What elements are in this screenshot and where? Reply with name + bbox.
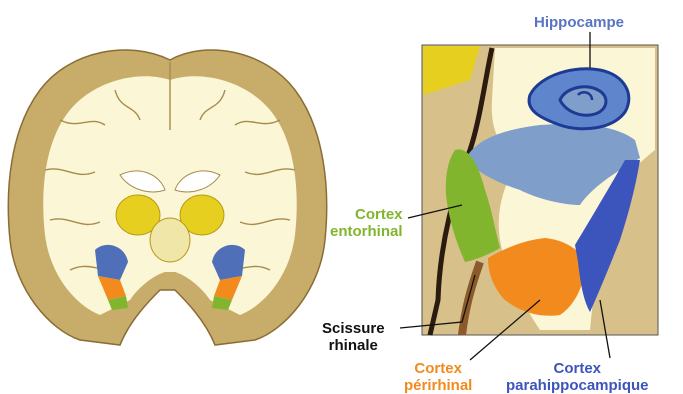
label-cortex-entorhinal: Cortex entorhinal [330, 206, 403, 240]
label-cortex-entorhinal-line1: Cortex [330, 206, 403, 223]
label-hippocampe: Hippocampe [534, 14, 624, 31]
label-cortex-entorhinal-line2: entorhinal [330, 223, 403, 240]
label-cortex-perirhinal-line2: périrhinal [404, 377, 472, 394]
label-scissure-rhinale: Scissure rhinale [322, 320, 385, 354]
label-cortex-perirhinal-line1: Cortex [404, 360, 472, 377]
thalamus-center [150, 218, 190, 262]
label-scissure-rhinale-line2: rhinale [322, 337, 385, 354]
zoom-panel [422, 45, 658, 335]
label-cortex-parahippocampique-line1: Cortex [506, 360, 649, 377]
label-cortex-parahippocampique: Cortex parahippocampique [506, 360, 649, 394]
coronal-brain-section [8, 50, 326, 345]
label-cortex-parahippocampique-line2: parahippocampique [506, 377, 649, 394]
label-scissure-rhinale-line1: Scissure [322, 320, 385, 337]
label-cortex-perirhinal: Cortex périrhinal [404, 360, 472, 394]
